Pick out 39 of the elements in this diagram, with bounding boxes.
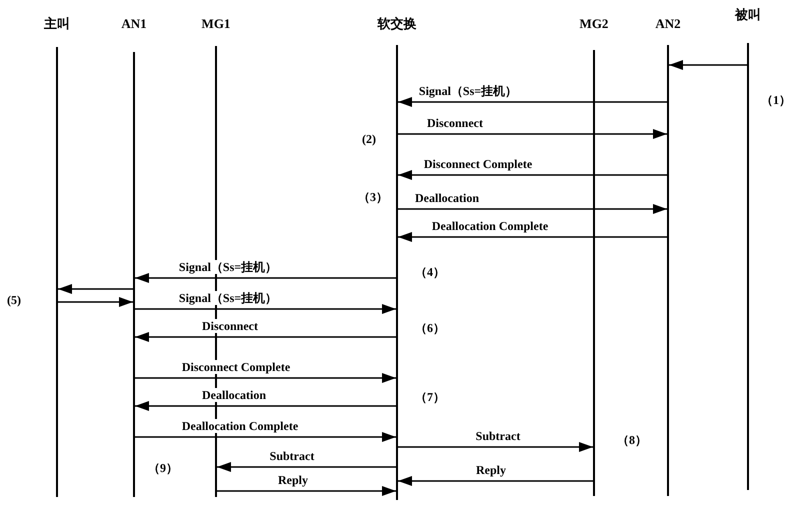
edge-label: Disconnect Complete bbox=[180, 360, 292, 374]
edge-label: Disconnect bbox=[425, 116, 485, 130]
participant-label: 软交换 bbox=[378, 15, 416, 33]
arrow bbox=[135, 304, 396, 314]
edge-label: Disconnect Complete bbox=[422, 157, 534, 171]
edge-label: Subtract bbox=[268, 449, 316, 463]
edge-label: Subtract bbox=[474, 429, 522, 443]
arrow bbox=[398, 129, 667, 139]
arrow bbox=[217, 462, 396, 472]
edge-label: Reply bbox=[474, 463, 508, 477]
arrow bbox=[135, 401, 396, 411]
participant-label: MG1 bbox=[202, 16, 230, 32]
arrow bbox=[398, 232, 667, 242]
step-number: (5) bbox=[5, 293, 23, 307]
arrow bbox=[398, 170, 667, 180]
edge-label: Reply bbox=[276, 473, 310, 487]
arrow bbox=[58, 284, 133, 294]
arrow bbox=[398, 97, 667, 107]
arrow bbox=[669, 60, 747, 70]
participant-label: 主叫 bbox=[44, 15, 70, 33]
participant-label: 被叫 bbox=[735, 6, 761, 24]
edge-label: Deallocation bbox=[413, 191, 481, 205]
arrow bbox=[217, 486, 396, 496]
step-number: (2) bbox=[360, 132, 378, 146]
edge-label: Deallocation Complete bbox=[180, 419, 300, 433]
edge-label: Deallocation bbox=[200, 388, 268, 402]
arrow bbox=[58, 297, 133, 307]
arrow bbox=[398, 442, 593, 452]
arrow bbox=[135, 432, 396, 442]
arrow bbox=[135, 273, 396, 283]
participant-label: MG2 bbox=[580, 16, 608, 32]
edge-label: Disconnect bbox=[200, 319, 260, 333]
arrow bbox=[398, 476, 593, 486]
arrow bbox=[135, 373, 396, 383]
participant-label: AN2 bbox=[655, 16, 681, 32]
edge-label: Deallocation Complete bbox=[430, 219, 550, 233]
arrow bbox=[135, 332, 396, 342]
participant-label: AN1 bbox=[121, 16, 147, 32]
arrow bbox=[398, 204, 667, 214]
